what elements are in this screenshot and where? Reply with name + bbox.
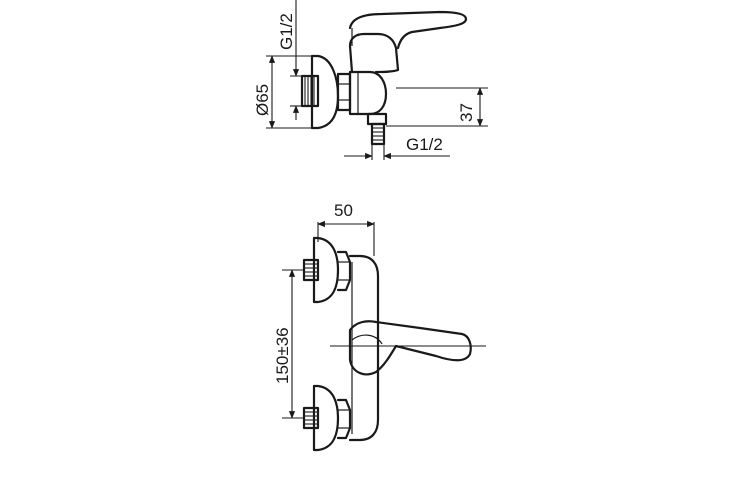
inlet-thread — [300, 74, 320, 108]
dim-diameter: Ø65 — [253, 55, 318, 129]
dim-height: 37 — [386, 87, 488, 127]
front-view: 50 150±36 — [273, 201, 486, 452]
dim-outlet-thread-label: G1/2 — [406, 135, 443, 154]
dim-width: 50 — [317, 201, 375, 256]
dim-diameter-label: Ø65 — [253, 84, 272, 116]
dim-height-label: 37 — [457, 103, 476, 122]
mixer-body-front — [348, 254, 380, 442]
side-view: G1/2 Ø65 37 G1/2 — [253, 0, 488, 160]
dim-width-label: 50 — [334, 201, 353, 220]
outlet-nozzle — [366, 112, 388, 146]
top-inlet — [302, 236, 352, 304]
lever-handle — [348, 10, 468, 50]
cartridge-housing — [348, 32, 400, 74]
dim-outlet-thread: G1/2 — [344, 135, 450, 160]
mixer-body — [348, 70, 388, 116]
bottom-inlet — [302, 384, 352, 452]
escutcheon-rosette — [310, 54, 340, 130]
nut — [336, 72, 352, 112]
lever-front — [348, 320, 472, 376]
dim-inlet-thread-label: G1/2 — [277, 13, 296, 50]
dim-spacing: 150±36 — [273, 269, 304, 419]
dim-spacing-label: 150±36 — [273, 327, 292, 384]
dim-inlet-thread: G1/2 — [277, 0, 318, 120]
